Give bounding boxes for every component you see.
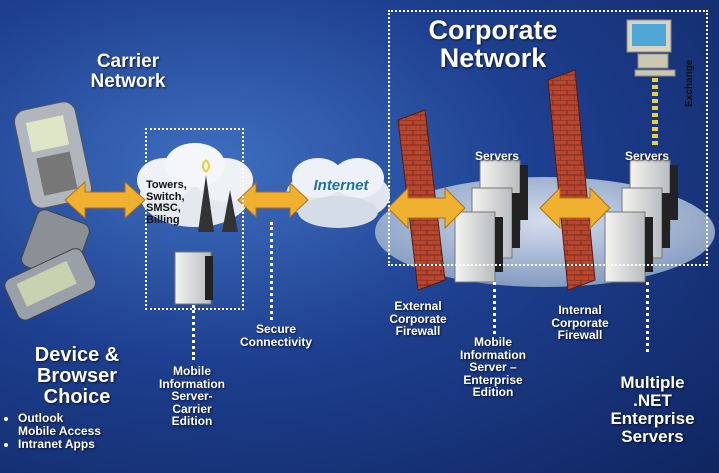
- device-bullet-list: Outlook Mobile Access Intranet Apps: [0, 411, 158, 452]
- flip-phone-icon: [4, 209, 97, 321]
- internal-firewall-label: Internal Corporate Firewall: [551, 303, 609, 343]
- corporate-box: [388, 10, 708, 266]
- arrow-internal: [539, 186, 611, 230]
- secure-connectivity-label: Secure Connectivity: [239, 322, 312, 349]
- internet-label: Internet: [313, 177, 369, 194]
- servers-left-label: Servers: [474, 149, 520, 163]
- computer-icon: [626, 19, 676, 148]
- net-servers-label: Multiple .NET Enterprise Servers: [610, 373, 695, 446]
- tower-icon: [198, 159, 238, 232]
- connector-enterprise: [493, 282, 496, 334]
- exchange-label: Exchange: [683, 59, 695, 107]
- carrier-cloud: [137, 143, 253, 227]
- towers-label: Towers, Switch, SMSC, Billing: [146, 179, 187, 226]
- internal-firewall-icon: [547, 69, 596, 291]
- corporate-network-label: Corporate Network: [428, 15, 558, 74]
- external-firewall-label: External Corporate Firewall: [389, 299, 447, 339]
- mis-carrier-label: Mobile Information Server- Carrier Editi…: [159, 364, 225, 429]
- arrow-carrier-internet: [237, 181, 309, 219]
- internet-cloud: [286, 158, 390, 228]
- device-bullet-outlook: Outlook Mobile Access: [18, 411, 158, 438]
- servers-left-icon: [454, 159, 528, 283]
- connector-carrier: [192, 305, 195, 360]
- mis-enterprise-label: Mobile Information Server – Enterprise E…: [460, 335, 526, 400]
- arrow-internet-corporate: [387, 186, 466, 230]
- smartphone-icon: [14, 101, 92, 209]
- connector-secure: [270, 222, 273, 320]
- device-bullet-intranet: Intranet Apps: [18, 438, 158, 451]
- carrier-server-icon: [174, 251, 213, 305]
- device-choice-label: Device & Browser Choice: [34, 344, 120, 408]
- connector-net: [646, 282, 649, 352]
- carrier-network-label: Carrier Network: [90, 51, 166, 92]
- servers-right-label: Servers: [624, 149, 670, 163]
- servers-right-icon: [604, 159, 678, 283]
